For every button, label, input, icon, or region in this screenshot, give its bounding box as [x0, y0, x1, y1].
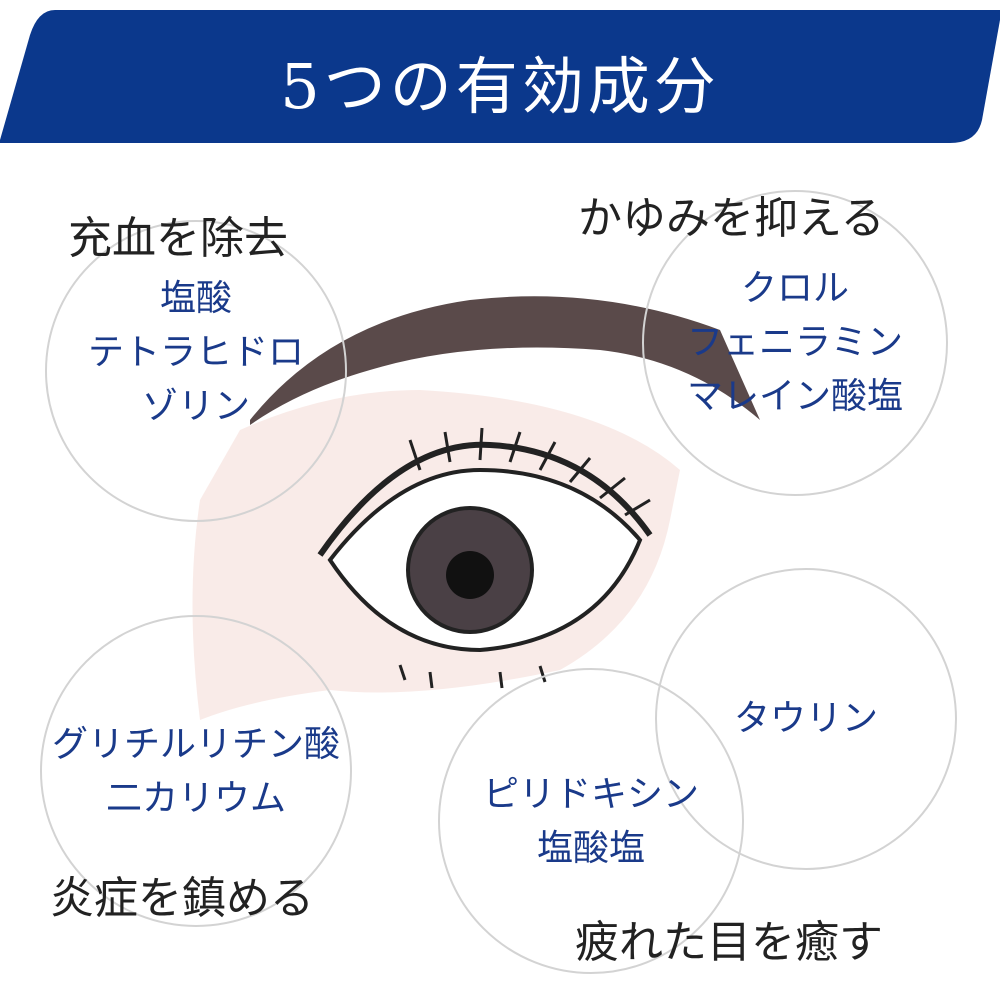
ingredient-name: クロル フェニラミン マレイン酸塩 — [642, 262, 948, 424]
ingredient-name: タウリン — [655, 692, 957, 746]
ingredient-name: ピリドキシン 塩酸塩 — [438, 768, 744, 876]
page-title: 5つの有効成分 — [280, 50, 720, 123]
ingredient-circle — [40, 615, 352, 927]
ingredient-circle — [438, 668, 744, 974]
ingredient-line: 塩酸 — [159, 278, 232, 319]
ingredient-line: クロル — [740, 268, 849, 309]
header-banner — [0, 10, 1000, 143]
ingredient-circle — [642, 190, 948, 496]
ingredient-name: 塩酸 テトラヒドロ ゾリン — [45, 272, 347, 434]
effect-label: 炎症を鎮める — [50, 873, 314, 924]
ingredient-line: テトラヒドロ — [87, 332, 304, 373]
ingredient-name: グリチルリチン酸 二カリウム — [20, 718, 372, 826]
ingredient-line: ゾリン — [141, 386, 250, 427]
ingredient-circle — [45, 220, 347, 522]
ingredient-line: グリチルリチン酸 — [51, 724, 340, 765]
ingredient-line: 塩酸塩 — [536, 828, 645, 869]
ingredient-line: フェニラミン — [686, 322, 903, 363]
effect-label: 充血を除去 — [68, 213, 288, 264]
effect-label: かゆみを抑える — [578, 193, 885, 244]
ingredient-line: マレイン酸塩 — [686, 376, 903, 417]
ingredient-line: ピリドキシン — [482, 774, 699, 815]
ingredient-line: 二カリウム — [105, 778, 286, 819]
ingredient-line: タウリン — [733, 698, 878, 739]
effect-label: 疲れた目を癒す — [575, 917, 883, 968]
